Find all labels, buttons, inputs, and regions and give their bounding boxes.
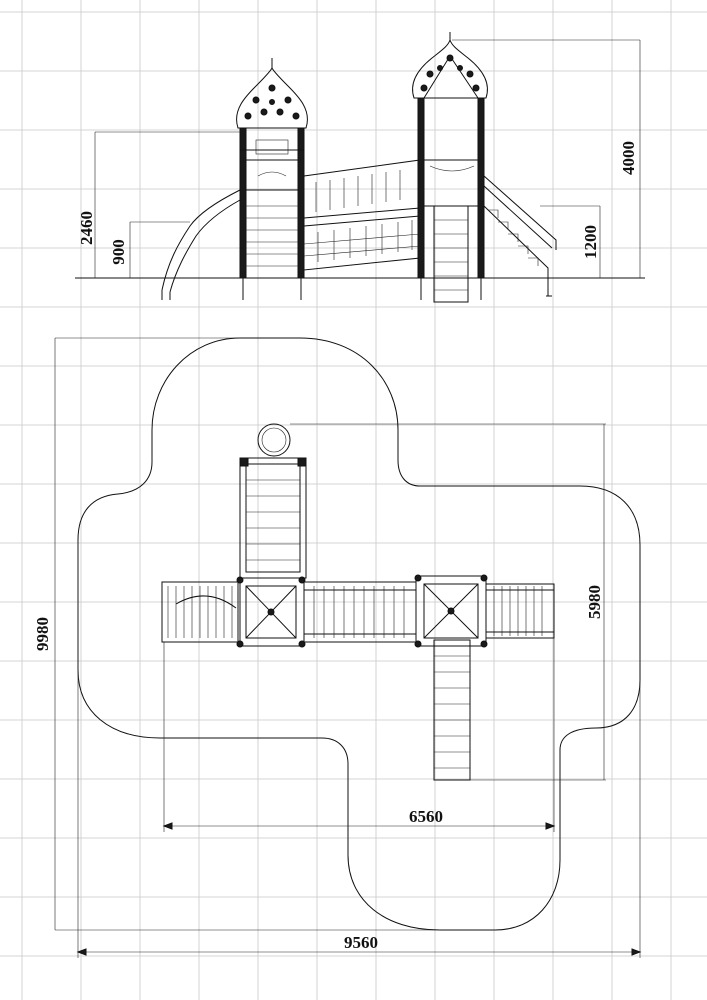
dome-ornament-right <box>420 54 480 92</box>
dim-overall-depth: 9980 <box>33 617 52 651</box>
dim-overall-width: 9560 <box>344 933 378 952</box>
dome-ornament-left <box>244 84 300 120</box>
left-tower <box>236 58 308 300</box>
lower-ladder-plan <box>433 639 471 781</box>
right-tower <box>412 32 488 303</box>
bridge <box>303 159 421 271</box>
dimension-lines-plan <box>54 337 642 958</box>
dim-structure-depth: 5980 <box>585 585 604 619</box>
plan-view <box>54 337 642 958</box>
upper-ladder <box>239 423 307 579</box>
dim-low-deck-height: 900 <box>109 239 128 265</box>
dimension-lines-elevation <box>94 39 641 278</box>
slide <box>161 189 241 300</box>
slide-plan <box>161 581 241 643</box>
dim-total-height: 4000 <box>619 141 638 175</box>
elevation-view <box>75 32 645 303</box>
left-tower-plan <box>236 576 306 648</box>
dim-structure-length: 6560 <box>409 807 443 826</box>
bridge-plan <box>303 581 417 643</box>
right-tower-plan <box>414 574 488 648</box>
right-stairs <box>483 175 557 297</box>
dim-platform-left-height: 2460 <box>77 211 96 245</box>
dimension-labels: 2460 900 1200 4000 9980 9560 6560 5980 <box>33 141 638 952</box>
dim-right-stair-height: 1200 <box>581 225 600 259</box>
stairs-plan <box>485 583 555 639</box>
